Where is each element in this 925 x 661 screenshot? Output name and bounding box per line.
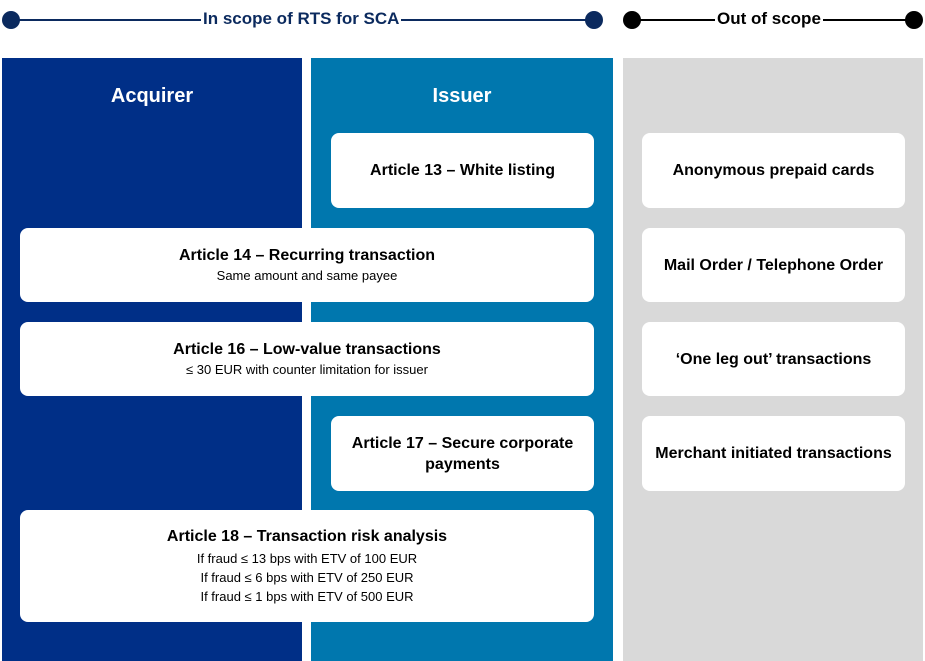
article-18-line: If fraud ≤ 13 bps with ETV of 100 EUR xyxy=(196,551,418,566)
article-18-title: Article 18 – Transaction risk analysis xyxy=(166,528,448,545)
in-scope-left-dot xyxy=(2,11,20,29)
in-scope-right-dot xyxy=(585,11,603,29)
article-16-title: Article 16 – Low-value transactions xyxy=(173,341,441,358)
out-scope-left-dot xyxy=(623,11,641,29)
out-of-scope-item: Anonymous prepaid cards xyxy=(642,133,905,208)
article-16-subtitle: ≤ 30 EUR with counter limitation for iss… xyxy=(186,362,428,377)
out-of-scope-item: ‘One leg out’ transactions xyxy=(642,322,905,396)
article-17-box: Article 17 – Secure corporate payments xyxy=(331,416,594,491)
article-13-title: Article 13 – White listing xyxy=(370,162,555,179)
out-scope-right-dot xyxy=(905,11,923,29)
out-of-scope-item: Mail Order / Telephone Order xyxy=(642,228,905,302)
article-17-title-line2: payments xyxy=(425,455,500,473)
out-of-scope-item-label: Merchant initiated transactions xyxy=(655,445,892,462)
article-18-line: If fraud ≤ 1 bps with ETV of 500 EUR xyxy=(200,589,414,604)
issuer-title: Issuer xyxy=(432,85,492,107)
article-14-box: Article 14 – Recurring transaction Same … xyxy=(20,228,594,302)
out-of-scope-item-label: Mail Order / Telephone Order xyxy=(663,256,884,274)
out-of-scope-item-label: Anonymous prepaid cards xyxy=(672,162,875,179)
article-14-title: Article 14 – Recurring transaction xyxy=(178,247,436,264)
out-of-scope-item: Merchant initiated transactions xyxy=(642,416,905,491)
acquirer-title: Acquirer xyxy=(110,85,194,107)
article-18-line: If fraud ≤ 6 bps with ETV of 250 EUR xyxy=(200,570,414,585)
out-of-scope-item-label: ‘One leg out’ transactions xyxy=(675,350,872,368)
article-13-box: Article 13 – White listing xyxy=(331,133,594,208)
article-18-box: Article 18 – Transaction risk analysis I… xyxy=(20,510,594,622)
article-14-subtitle: Same amount and same payee xyxy=(216,268,398,283)
article-17-title-line1: Article 17 – Secure corporate xyxy=(351,434,574,452)
out-scope-label: Out of scope xyxy=(715,9,823,29)
in-scope-label: In scope of RTS for SCA xyxy=(201,9,402,29)
article-16-box: Article 16 – Low-value transactions ≤ 30… xyxy=(20,322,594,396)
